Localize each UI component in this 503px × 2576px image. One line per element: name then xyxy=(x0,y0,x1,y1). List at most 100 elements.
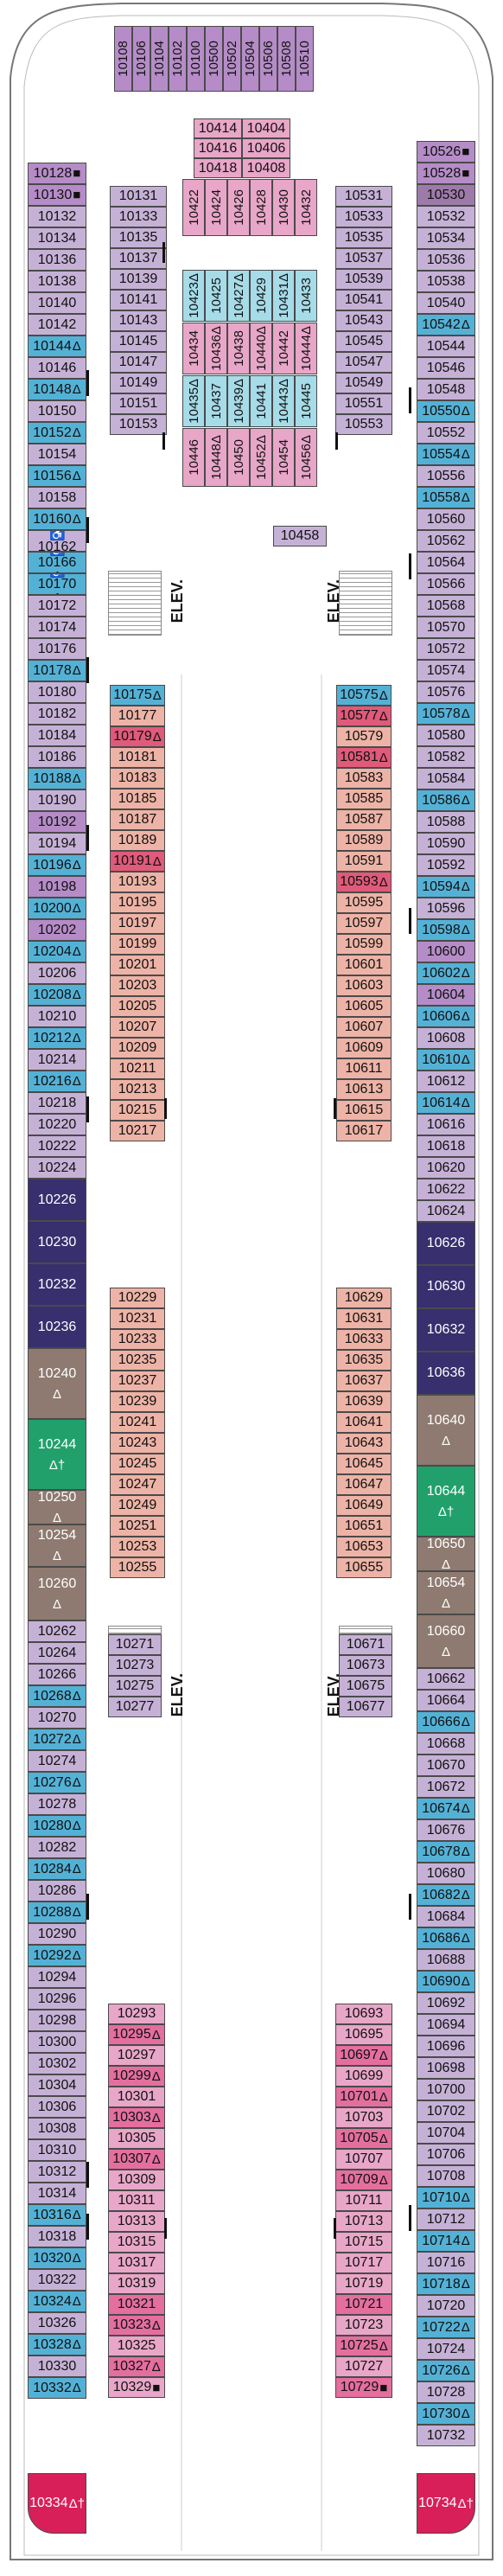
cabin-10631[interactable]: 10631 xyxy=(336,1308,392,1329)
cabin-10552[interactable]: 10552 xyxy=(417,422,475,444)
cabin-10147[interactable]: 10147 xyxy=(110,352,167,373)
cabin-10149[interactable]: 10149 xyxy=(110,373,167,393)
cabin-10618[interactable]: 10618 xyxy=(417,1135,475,1157)
cabin-10297[interactable]: 10297 xyxy=(108,2045,165,2066)
cabin-10172[interactable]: 10172 xyxy=(28,595,86,617)
cabin-10270[interactable]: 10270 xyxy=(28,1707,86,1729)
cabin-10564[interactable]: 10564 xyxy=(417,552,475,573)
cabin-10170[interactable]: ♿10170Δ xyxy=(28,573,86,595)
cabin-10128[interactable]: 10128■ xyxy=(28,163,86,184)
cabin-10611[interactable]: 10611 xyxy=(336,1058,392,1079)
cabin-10201[interactable]: 10201 xyxy=(110,955,165,975)
cabin-10131[interactable]: 10131 xyxy=(110,186,167,207)
cabin-10615[interactable]: 10615 xyxy=(336,1100,392,1121)
cabin-10214[interactable]: 10214 xyxy=(28,1049,86,1071)
cabin-10540[interactable]: 10540 xyxy=(417,292,475,314)
cabin-10137[interactable]: 10137 xyxy=(110,248,167,269)
cabin-10609[interactable]: 10609 xyxy=(336,1038,392,1058)
cabin-10443[interactable]: 10443Δ xyxy=(272,375,295,427)
cabin-10702[interactable]: 10702 xyxy=(417,2100,475,2122)
cabin-10551[interactable]: 10551 xyxy=(335,393,392,414)
cabin-10504[interactable]: 10504 xyxy=(241,26,259,92)
cabin-10721[interactable]: 10721 xyxy=(335,2294,392,2315)
cabin-10286[interactable]: 10286 xyxy=(28,1880,86,1902)
cabin-10675[interactable]: 10675 xyxy=(339,1676,392,1697)
cabin-10304[interactable]: 10304 xyxy=(28,2074,86,2096)
cabin-10535[interactable]: 10535 xyxy=(335,227,392,248)
cabin-10273[interactable]: 10273 xyxy=(108,1655,162,1676)
cabin-10135[interactable]: 10135 xyxy=(110,227,167,248)
cabin-10444[interactable]: 10444Δ xyxy=(295,323,317,374)
cabin-10694[interactable]: 10694 xyxy=(417,2014,475,2036)
cabin-10645[interactable]: 10645 xyxy=(336,1454,392,1474)
cabin-10502[interactable]: 10502 xyxy=(223,26,241,92)
cabin-10106[interactable]: 10106 xyxy=(132,26,150,92)
cabin-10305[interactable]: 10305 xyxy=(108,2128,165,2149)
cabin-10534[interactable]: 10534 xyxy=(417,227,475,249)
cabin-10226[interactable]: 10226 xyxy=(28,1179,86,1221)
cabin-10140[interactable]: 10140 xyxy=(28,292,86,314)
cabin-10435[interactable]: 10435Δ xyxy=(182,375,205,427)
cabin-10181[interactable]: 10181 xyxy=(110,747,165,768)
cabin-10698[interactable]: 10698 xyxy=(417,2057,475,2079)
cabin-10617[interactable]: 10617 xyxy=(336,1121,392,1141)
cabin-10217[interactable]: 10217 xyxy=(110,1121,165,1141)
cabin-10306[interactable]: 10306 xyxy=(28,2096,86,2118)
cabin-10672[interactable]: 10672 xyxy=(417,1776,475,1798)
cabin-10185[interactable]: 10185 xyxy=(110,789,165,809)
cabin-10151[interactable]: 10151 xyxy=(110,393,167,414)
cabin-10589[interactable]: 10589 xyxy=(336,830,392,851)
cabin-10427[interactable]: 10427Δ xyxy=(227,270,250,322)
cabin-10266[interactable]: 10266 xyxy=(28,1664,86,1685)
cabin-10293[interactable]: 10293 xyxy=(108,2004,165,2024)
cabin-10209[interactable]: 10209 xyxy=(110,1038,165,1058)
cabin-10277[interactable]: 10277 xyxy=(108,1697,162,1717)
cabin-10622[interactable]: 10622 xyxy=(417,1179,475,1200)
cabin-10438[interactable]: 10438 xyxy=(227,323,250,374)
cabin-10708[interactable]: 10708 xyxy=(417,2165,475,2187)
cabin-10450[interactable]: 10450 xyxy=(227,428,250,487)
cabin-10587[interactable]: 10587 xyxy=(336,809,392,830)
cabin-10579[interactable]: 10579 xyxy=(336,726,392,747)
cabin-10572[interactable]: 10572 xyxy=(417,638,475,660)
cabin-10700[interactable]: 10700 xyxy=(417,2079,475,2100)
cabin-10591[interactable]: 10591 xyxy=(336,851,392,872)
cabin-10176[interactable]: 10176 xyxy=(28,638,86,660)
cabin-10677[interactable]: 10677 xyxy=(339,1697,392,1717)
cabin-10613[interactable]: 10613 xyxy=(336,1079,392,1100)
cabin-10193[interactable]: 10193 xyxy=(110,872,165,892)
cabin-10439[interactable]: 10439Δ xyxy=(227,375,250,427)
cabin-10532[interactable]: 10532 xyxy=(417,206,475,227)
cabin-10130[interactable]: 10130■ xyxy=(28,184,86,206)
cabin-10153[interactable]: 10153 xyxy=(110,414,167,435)
cabin-10616[interactable]: 10616 xyxy=(417,1114,475,1135)
cabin-10671[interactable]: 10671 xyxy=(339,1634,392,1655)
cabin-10104[interactable]: 10104 xyxy=(150,26,169,92)
cabin-10528[interactable]: 10528■ xyxy=(417,163,475,184)
cabin-10643[interactable]: 10643 xyxy=(336,1433,392,1454)
cabin-10541[interactable]: 10541 xyxy=(335,290,392,310)
cabin-10231[interactable]: 10231 xyxy=(110,1308,165,1329)
cabin-10249[interactable]: 10249 xyxy=(110,1495,165,1516)
